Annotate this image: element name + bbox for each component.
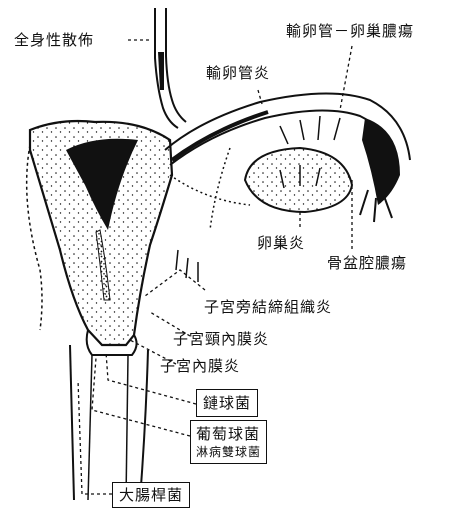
pathogen-gonococcus: 淋病雙球菌 [196,444,261,460]
label-parametritis: 子宮旁結締組織炎 [204,298,332,316]
pathogen-streptococcus: 鏈球菌 [203,393,251,413]
label-tubo-ovarian-abscess: 輸卵管－卵巢膿瘍 [286,22,414,40]
blood-vessel [155,8,186,128]
pathogen-e-coli: 大腸桿菌 [119,485,183,505]
pathogen-box-e-coli: 大腸桿菌 [112,482,190,508]
pathogen-box-staph-gono: 葡萄球菌 淋病雙球菌 [190,420,267,464]
pathogen-box-streptococcus: 鏈球菌 [196,389,258,417]
ovary [245,116,352,212]
pathogen-staphylococcus: 葡萄球菌 [196,424,261,444]
label-pelvic-abscess: 骨盆腔膿瘍 [327,254,407,272]
label-oophoritis: 卵巢炎 [257,234,305,252]
parametrium [170,148,250,282]
label-endometritis: 子宮內膜炎 [160,357,240,375]
label-endocervicitis: 子宮頸內膜炎 [173,330,269,348]
label-salpingitis: 輸卵管炎 [206,64,270,82]
label-systemic-spread: 全身性散佈 [14,31,94,49]
uterus [27,121,172,500]
